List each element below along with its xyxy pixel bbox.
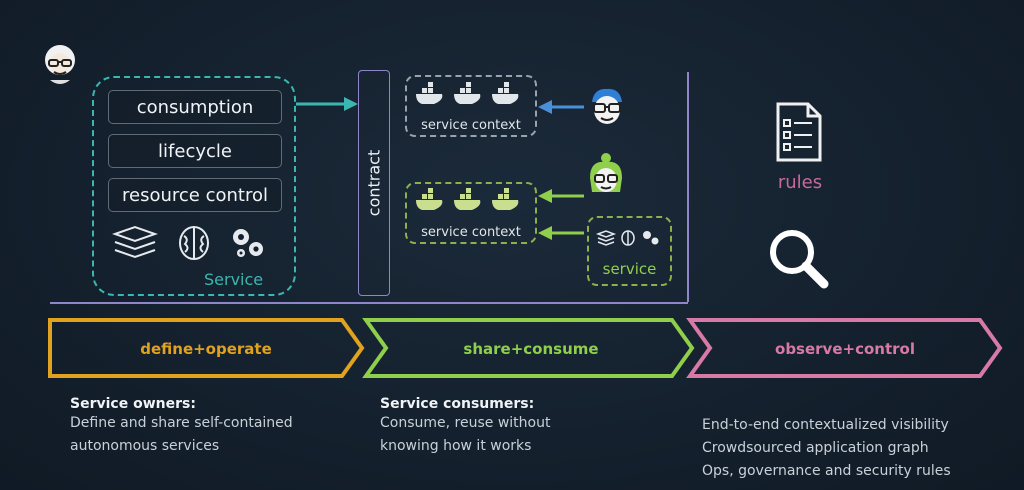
consumers-line-2: knowing how it works (380, 438, 532, 454)
service-context-2-label: service context (421, 225, 521, 240)
small-service-box (587, 216, 672, 286)
gears-icon (233, 229, 263, 257)
divider-vertical (687, 72, 689, 302)
lifecycle-label: lifecycle (158, 140, 232, 162)
owners-section: Service owners: Define and share self-co… (70, 396, 293, 458)
consumption-label: consumption (136, 96, 254, 118)
magnifier-icon (770, 230, 829, 289)
phase-observe-control-shape (686, 318, 1003, 378)
arrow-from-developer-icon (538, 100, 584, 114)
docker-whale-icon (416, 188, 519, 210)
phase-share-consume-shape (362, 318, 695, 378)
observers-line-2: Crowdsourced application graph (702, 440, 929, 456)
arrow-from-service-icon (538, 226, 584, 240)
phase-observe-control-label: observe+control (775, 340, 915, 358)
arrow-to-contract-icon (296, 97, 358, 111)
rules-label: rules (777, 172, 823, 193)
divider-horizontal (50, 302, 688, 304)
arrow-from-consumer-icon (538, 189, 584, 203)
observers-line-3: Ops, governance and security rules (702, 463, 951, 479)
service-label: Service (204, 270, 264, 289)
small-service-icons (596, 230, 659, 246)
service-container (92, 76, 296, 296)
consumer-avatar-icon (590, 153, 622, 192)
phase-chevrons (48, 318, 1003, 378)
consumers-title: Service consumers: (380, 396, 535, 412)
developer-avatar-icon (592, 88, 622, 124)
docker-whale-icon (416, 82, 519, 104)
consumers-section: Service consumers: Consume, reuse withou… (380, 396, 550, 458)
phase-share-consume-label: share+consume (463, 340, 599, 358)
rules-document-icon (776, 102, 822, 162)
service-context-2 (405, 182, 537, 244)
owners-line-1: Define and share self-contained (70, 415, 293, 431)
avatar-icon (45, 45, 75, 84)
phase-define-operate-shape (48, 318, 365, 378)
owners-title: Service owners: (70, 396, 196, 412)
contract-label: contract (364, 149, 384, 217)
small-service-label: service (602, 260, 657, 278)
contract-box: contract (358, 70, 390, 296)
owners-line-2: autonomous services (70, 438, 220, 454)
observers-section: End-to-end contextualized visibility Cro… (702, 414, 951, 483)
observers-line-1: End-to-end contextualized visibility (702, 417, 949, 433)
resource-control-label: resource control (122, 184, 268, 206)
service-context-1 (405, 75, 537, 137)
consumption-box: consumption (108, 90, 282, 124)
brain-icon (179, 226, 209, 260)
consumers-line-1: Consume, reuse without (380, 415, 551, 431)
service-context-1-label: service context (421, 118, 521, 133)
lifecycle-box: lifecycle (108, 134, 282, 168)
resource-control-box: resource control (108, 178, 282, 212)
phase-define-operate-label: define+operate (140, 340, 272, 358)
layers-icon (112, 225, 158, 259)
